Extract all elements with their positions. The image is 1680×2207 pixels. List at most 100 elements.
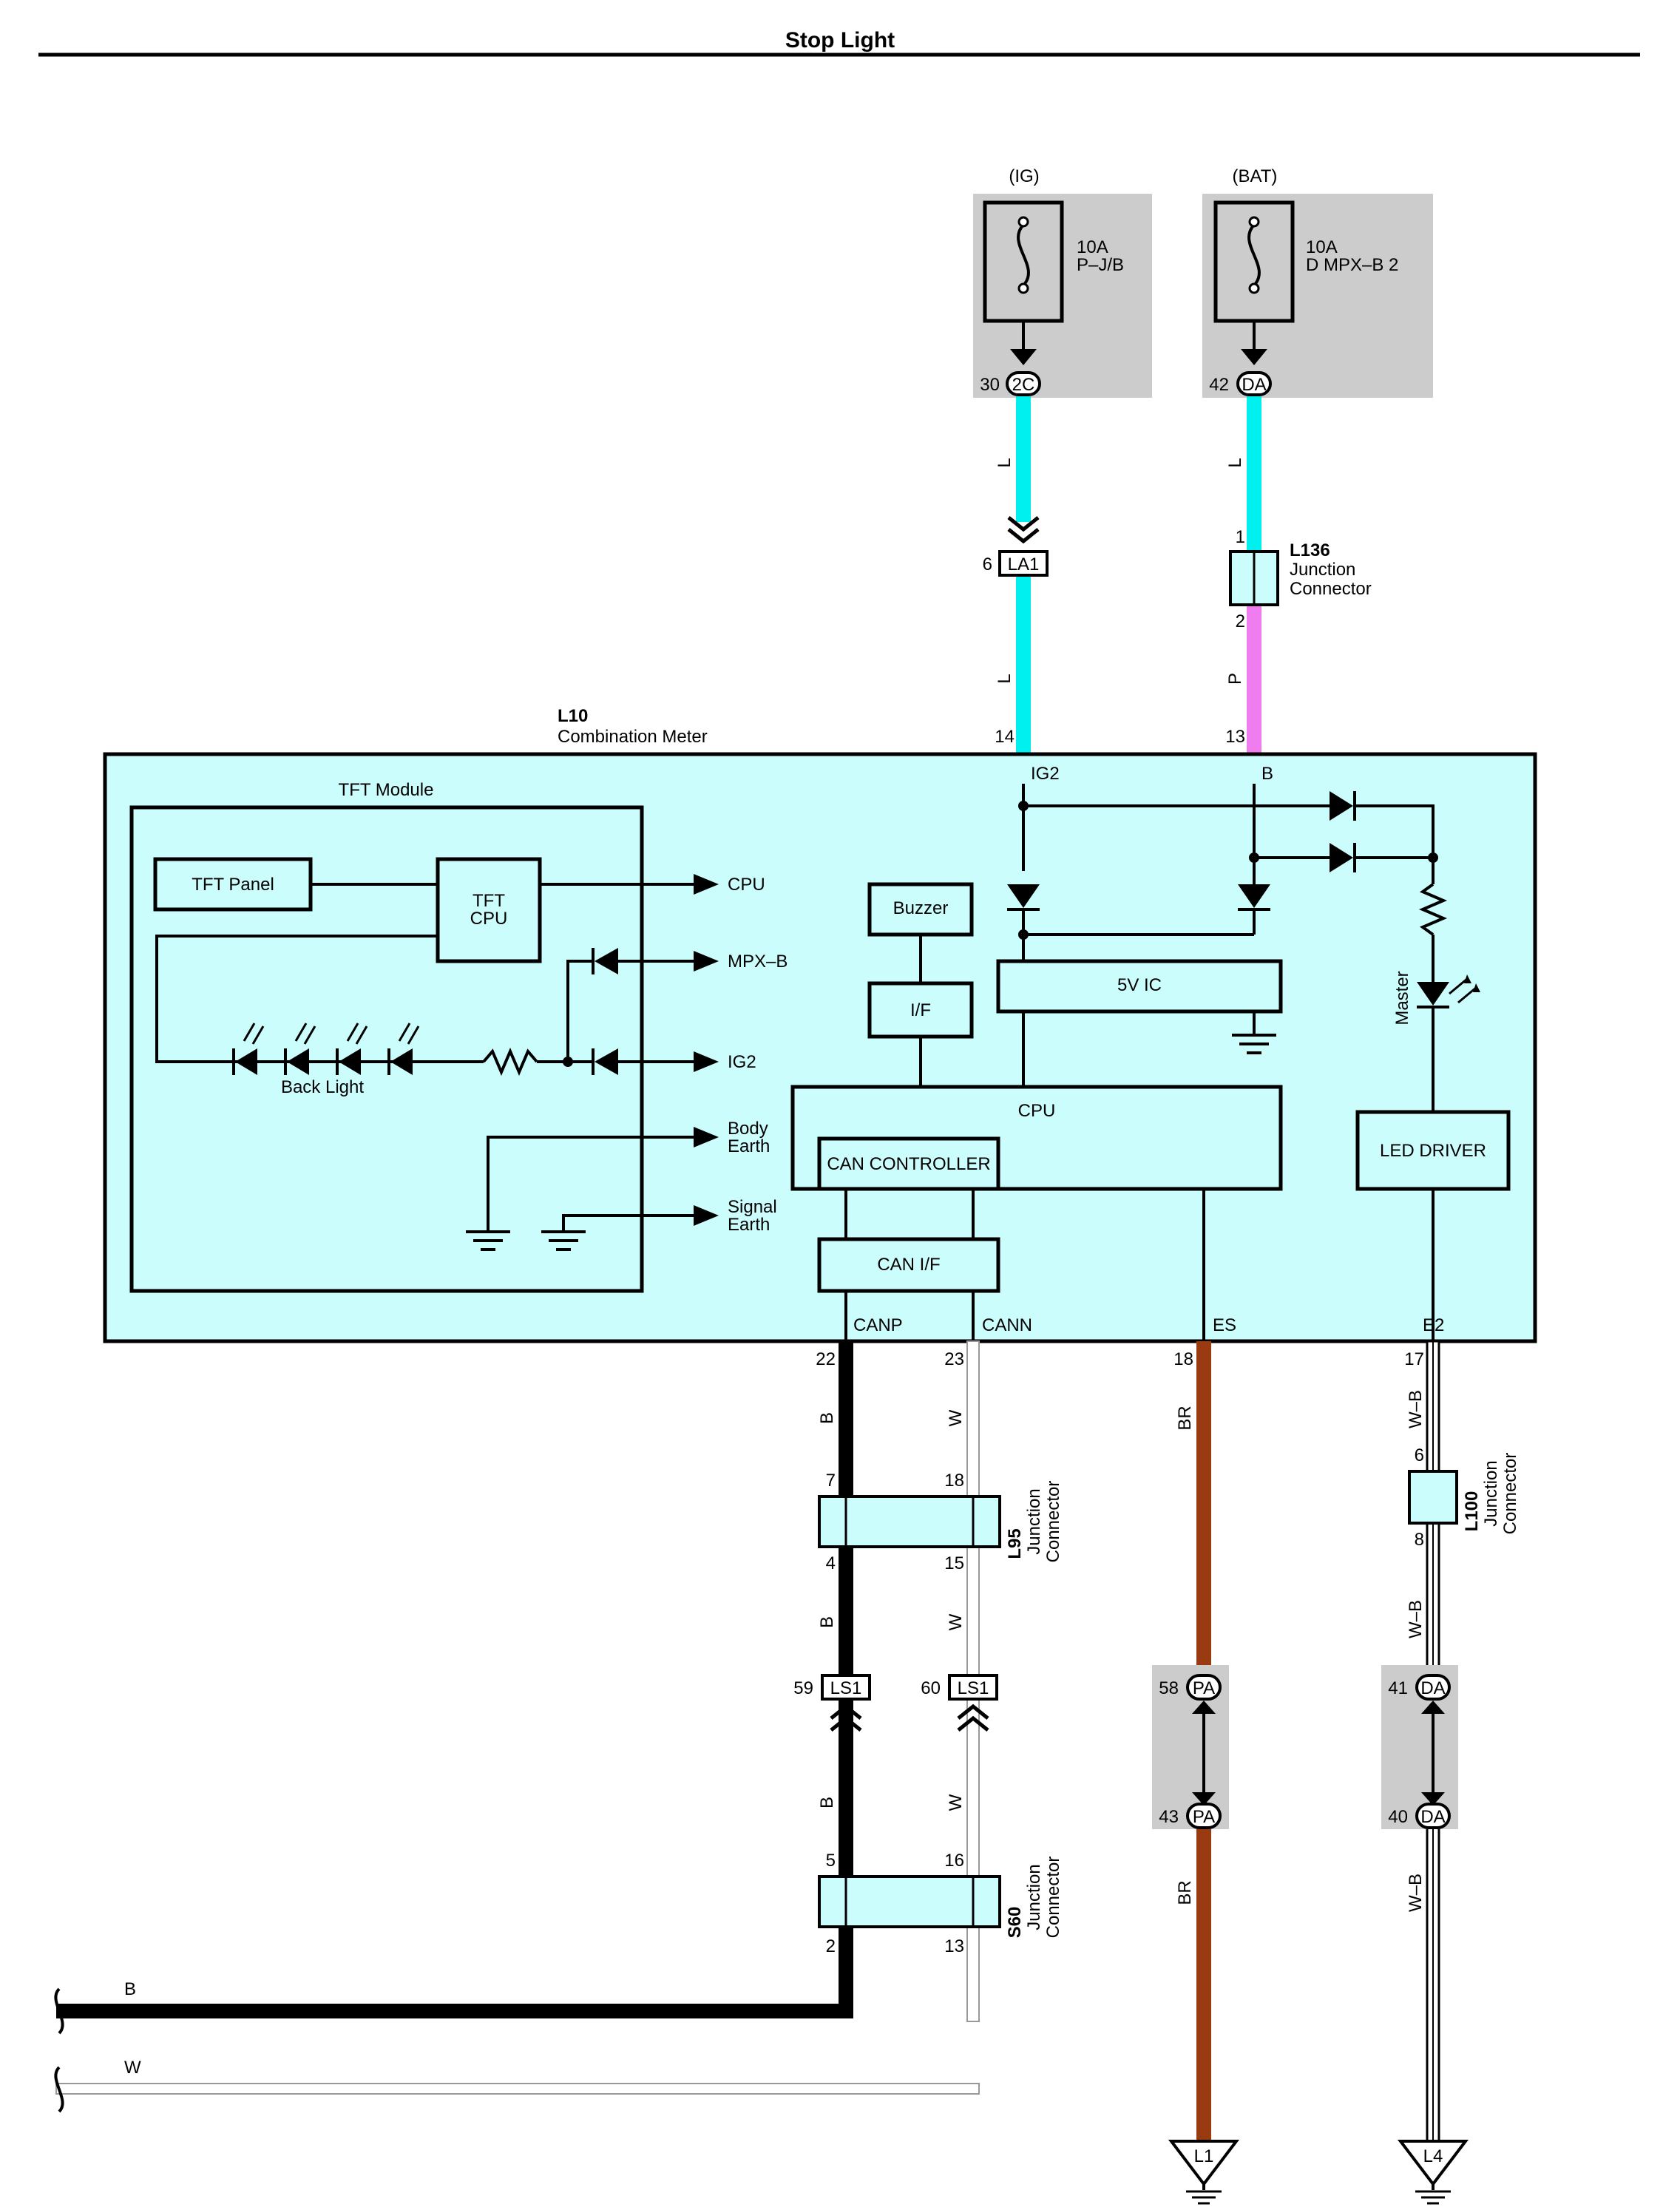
- ic-block: 5V IC: [1117, 975, 1162, 995]
- wire-bat-label-p: P: [1225, 673, 1245, 685]
- tft-panel: TFT Panel: [192, 875, 274, 895]
- connector-l100: 6 8 L100 Junction Connector: [1408, 1445, 1520, 1550]
- canp-wire-2: B: [817, 1616, 837, 1628]
- meter-code: L10: [558, 706, 588, 726]
- canp-wire-1: B: [817, 1412, 837, 1424]
- wire-ig-l: L L: [995, 396, 1040, 754]
- fuse-bat-pin: 42: [1209, 375, 1229, 395]
- da-top-pin: 41: [1388, 1678, 1408, 1698]
- e2-wire-2: W–B: [1406, 1600, 1426, 1638]
- es-wire-1: BR: [1175, 1406, 1195, 1430]
- if-block: I/F: [910, 1000, 931, 1020]
- buzzer-block: Buzzer: [893, 898, 949, 918]
- ls1-a-label: LS1: [830, 1678, 862, 1698]
- meter-pin-cann: CANN: [982, 1315, 1032, 1335]
- l95-code: L95: [1005, 1528, 1025, 1559]
- wire-bat-l-p: L P: [1225, 396, 1261, 754]
- connector-s60: 5 16 2 13 S60 Junction Connector: [818, 1851, 1063, 1956]
- bus-wires: B W: [54, 1979, 980, 2113]
- fuse-bat-rating: 10A: [1306, 237, 1338, 257]
- tft-out-mpxb: MPX–B: [728, 952, 788, 972]
- connector-l136-pin-bottom: 2: [1236, 611, 1245, 631]
- connector-l136-line1: Junction: [1290, 560, 1355, 580]
- tft-out-ig2: IG2: [728, 1052, 756, 1072]
- fuse-ig-rating: 10A: [1077, 237, 1108, 257]
- canp-pin-22: 22: [816, 1349, 836, 1369]
- pa-top-pin: 58: [1159, 1678, 1179, 1698]
- fuse-ig: (IG) 10A P–J/B 2C 30: [973, 166, 1152, 398]
- connector-la1: LA1 6: [983, 550, 1049, 577]
- wire-bat-label-l: L: [1225, 458, 1245, 467]
- s60-line2: Connector: [1043, 1857, 1063, 1939]
- signal-earth-line2: Earth: [728, 1215, 770, 1235]
- l100-pin-6: 6: [1415, 1445, 1424, 1465]
- connector-l136: 1 2 L136 Junction Connector: [1229, 527, 1372, 631]
- s60-pin-16: 16: [944, 1851, 964, 1871]
- back-light-label: Back Light: [281, 1077, 364, 1097]
- s60-line1: Junction: [1024, 1864, 1044, 1930]
- connector-la1-pin: 6: [983, 555, 992, 574]
- tft-title: TFT Module: [339, 780, 434, 800]
- s60-code: S60: [1005, 1907, 1025, 1939]
- ls1-b-label: LS1: [958, 1678, 989, 1698]
- es-wire-2: BR: [1175, 1880, 1195, 1905]
- meter-pin-13: 13: [1225, 727, 1245, 747]
- meter-name: Combination Meter: [558, 727, 708, 747]
- fuse-bat-location: D MPX–B 2: [1306, 255, 1398, 275]
- l95-line2: Connector: [1043, 1481, 1063, 1563]
- da-bottom-label: DA: [1420, 1807, 1445, 1827]
- bus-w-label: W: [124, 2058, 141, 2078]
- pa-bottom-pin: 43: [1159, 1807, 1179, 1827]
- body-earth-line1: Body: [728, 1119, 768, 1139]
- connector-la1-label: LA1: [1008, 555, 1040, 574]
- l100-code: L100: [1462, 1491, 1482, 1532]
- combination-meter: L10 Combination Meter 14 13 IG2 B CANP C…: [103, 706, 1537, 1343]
- connector-da: DA 41 DA 40: [1381, 1665, 1458, 1829]
- l95-pin-18: 18: [944, 1471, 964, 1491]
- master-label: Master: [1392, 971, 1412, 1025]
- pa-bottom-label: PA: [1193, 1807, 1215, 1827]
- tft-cpu-line2: CPU: [470, 909, 508, 929]
- l95-line1: Junction: [1024, 1488, 1044, 1554]
- connector-ls1-a: LS1 59: [793, 1674, 871, 1732]
- s60-pin-2: 2: [826, 1936, 836, 1956]
- connector-l95: 7 18 4 15 L95 Junction Connector: [818, 1471, 1063, 1573]
- bus-b-label: B: [124, 1979, 136, 1999]
- wire-ig-label-lower: L: [995, 674, 1015, 683]
- meter-pin-canp: CANP: [853, 1315, 903, 1335]
- connector-l136-code: L136: [1290, 540, 1330, 560]
- e2-pin-17: 17: [1404, 1349, 1424, 1369]
- da-top-label: DA: [1420, 1678, 1445, 1698]
- fuse-bat-connector: DA: [1242, 375, 1266, 395]
- e2-wire-3: W–B: [1406, 1874, 1426, 1912]
- connector-l136-line2: Connector: [1290, 579, 1372, 599]
- pa-top-label: PA: [1193, 1678, 1215, 1698]
- cpu-block: CPU: [1018, 1101, 1056, 1121]
- ground-l1: L1: [1168, 2140, 1240, 2205]
- canp-wire-3: B: [817, 1797, 837, 1808]
- fuse-bat: (BAT) 10A D MPX–B 2 DA 42: [1202, 166, 1433, 398]
- da-bottom-pin: 40: [1388, 1807, 1408, 1827]
- tft-out-cpu: CPU: [728, 875, 765, 895]
- fuse-ig-location: P–J/B: [1077, 255, 1124, 275]
- l100-line1: Junction: [1481, 1460, 1501, 1526]
- can-controller-block: CAN CONTROLLER: [827, 1154, 990, 1174]
- can-if-block: CAN I/F: [877, 1255, 940, 1275]
- ls1-b-pin: 60: [921, 1678, 941, 1698]
- l100-pin-8: 8: [1415, 1530, 1424, 1550]
- back-light-leds: [232, 1023, 420, 1075]
- signal-earth-line1: Signal: [728, 1197, 777, 1217]
- meter-pin-es: ES: [1213, 1315, 1236, 1335]
- cann-wire-3: W: [946, 1794, 966, 1811]
- meter-pin-b: B: [1261, 764, 1273, 784]
- meter-pin-ig2: IG2: [1031, 764, 1060, 784]
- l95-pin-4: 4: [826, 1553, 836, 1573]
- fuse-bat-supply: (BAT): [1233, 166, 1278, 186]
- cann-pin-23: 23: [944, 1349, 964, 1369]
- connector-l136-pin-top: 1: [1236, 527, 1245, 547]
- ls1-a-pin: 59: [793, 1678, 813, 1698]
- l100-line2: Connector: [1500, 1453, 1520, 1535]
- meter-pin-14: 14: [995, 727, 1015, 747]
- connector-pa: PA 58 PA 43: [1152, 1665, 1229, 1829]
